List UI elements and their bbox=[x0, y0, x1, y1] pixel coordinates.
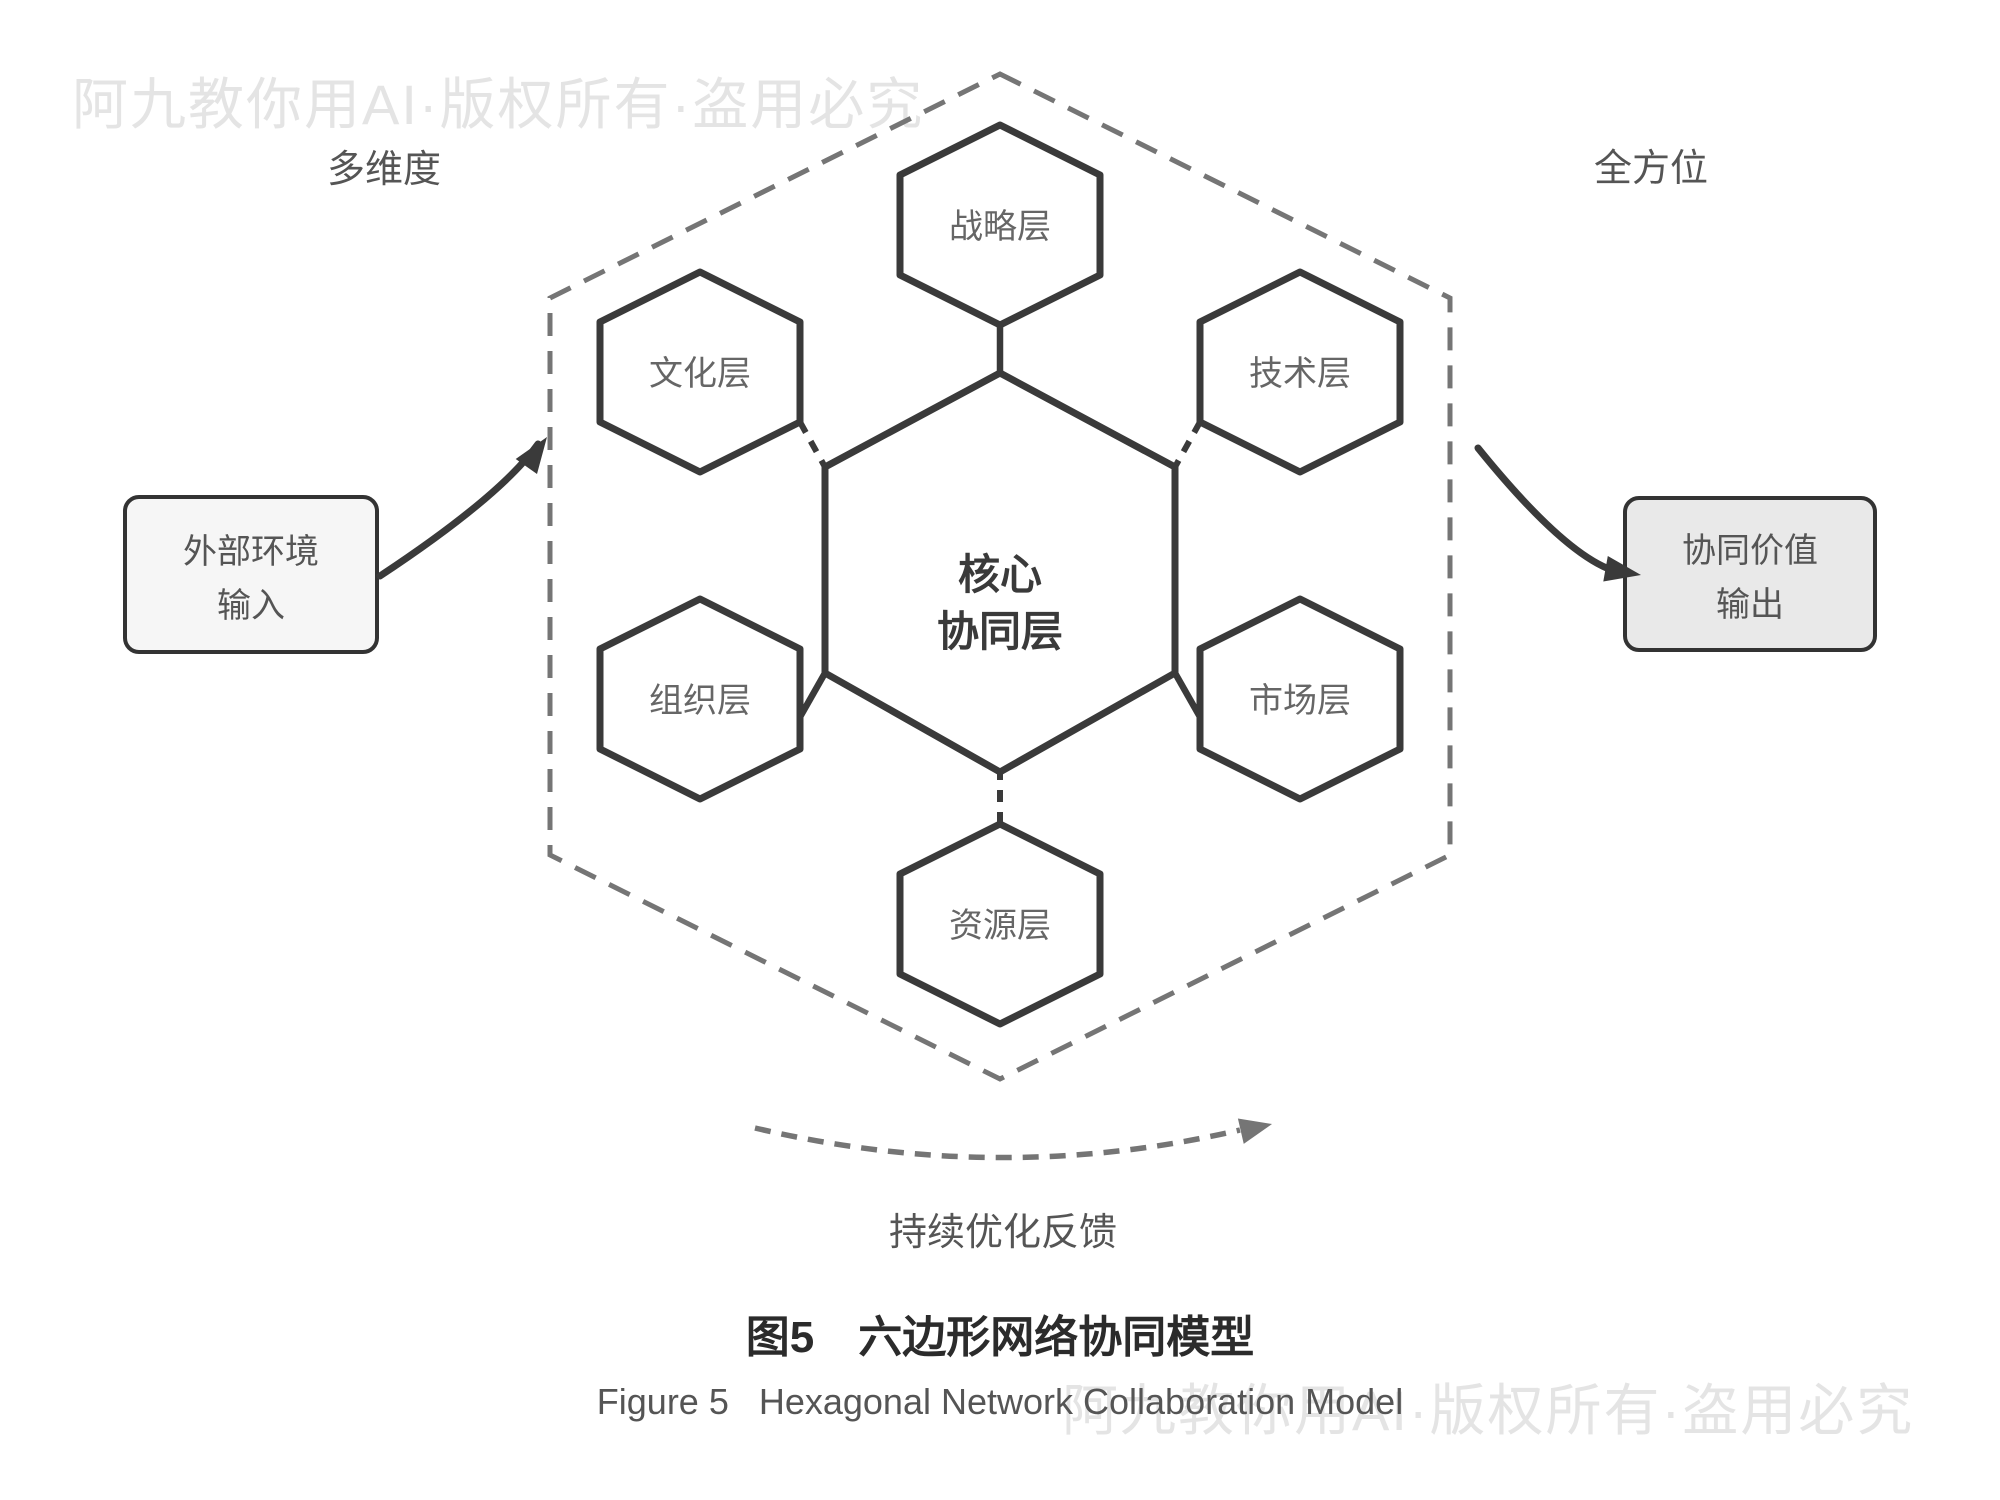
input-arrow bbox=[376, 440, 542, 580]
hexagon-strategy bbox=[896, 121, 1104, 329]
resource-label: 资源层 bbox=[949, 907, 1051, 945]
watermark-top-left: 阿九教你用AI·版权所有·盗用必究 bbox=[72, 73, 924, 136]
input-box-line1: 外部环境 bbox=[183, 533, 319, 571]
output-box-line2: 输出 bbox=[1716, 586, 1784, 624]
hexagon-culture bbox=[596, 268, 804, 476]
technology-label: 技术层 bbox=[1249, 355, 1351, 393]
core-label-line2: 协同层 bbox=[937, 608, 1063, 655]
connector-culture-core bbox=[797, 420, 828, 469]
hexagon-technology bbox=[1196, 268, 1404, 476]
hexagon-core bbox=[821, 369, 1179, 776]
outer-boundary-hexagon bbox=[547, 71, 1453, 1082]
hexagon-resource bbox=[896, 820, 1104, 1028]
watermark-bottom-right: 阿九教你用AI·版权所有·盗用必究 bbox=[1062, 1379, 1914, 1442]
output-box-line1: 协同价值 bbox=[1682, 532, 1818, 570]
connector-market-core bbox=[1172, 671, 1203, 719]
feedback-label: 持续优化反馈 bbox=[889, 1212, 1117, 1254]
caption-english: Figure 5 Hexagonal Network Collaboration… bbox=[597, 1381, 1403, 1422]
organization-label: 组织层 bbox=[649, 682, 751, 720]
output-box bbox=[1623, 496, 1877, 652]
input-box-line2: 输入 bbox=[217, 587, 285, 625]
output-arrow bbox=[1474, 444, 1626, 577]
label-all-round: 全方位 bbox=[1594, 148, 1708, 190]
connector-organization-core bbox=[797, 671, 828, 719]
feedback-arrowhead-icon bbox=[1237, 1118, 1272, 1144]
hexagon-organization bbox=[596, 595, 804, 803]
hexagon-market bbox=[1196, 595, 1404, 803]
market-label: 市场层 bbox=[1249, 682, 1351, 720]
caption-chinese: 图5 六边形网络协同模型 bbox=[746, 1312, 1254, 1362]
input-arrowhead-icon bbox=[515, 437, 547, 474]
culture-label: 文化层 bbox=[649, 355, 751, 393]
output-arrowhead-icon bbox=[1603, 555, 1641, 582]
label-multi-dimension: 多维度 bbox=[327, 149, 441, 191]
strategy-label: 战略层 bbox=[949, 208, 1051, 246]
feedback-arrow bbox=[754, 1125, 1241, 1161]
core-label-line1: 核心 bbox=[958, 551, 1042, 598]
connector-technology-core bbox=[1172, 420, 1203, 469]
input-box bbox=[123, 495, 379, 654]
